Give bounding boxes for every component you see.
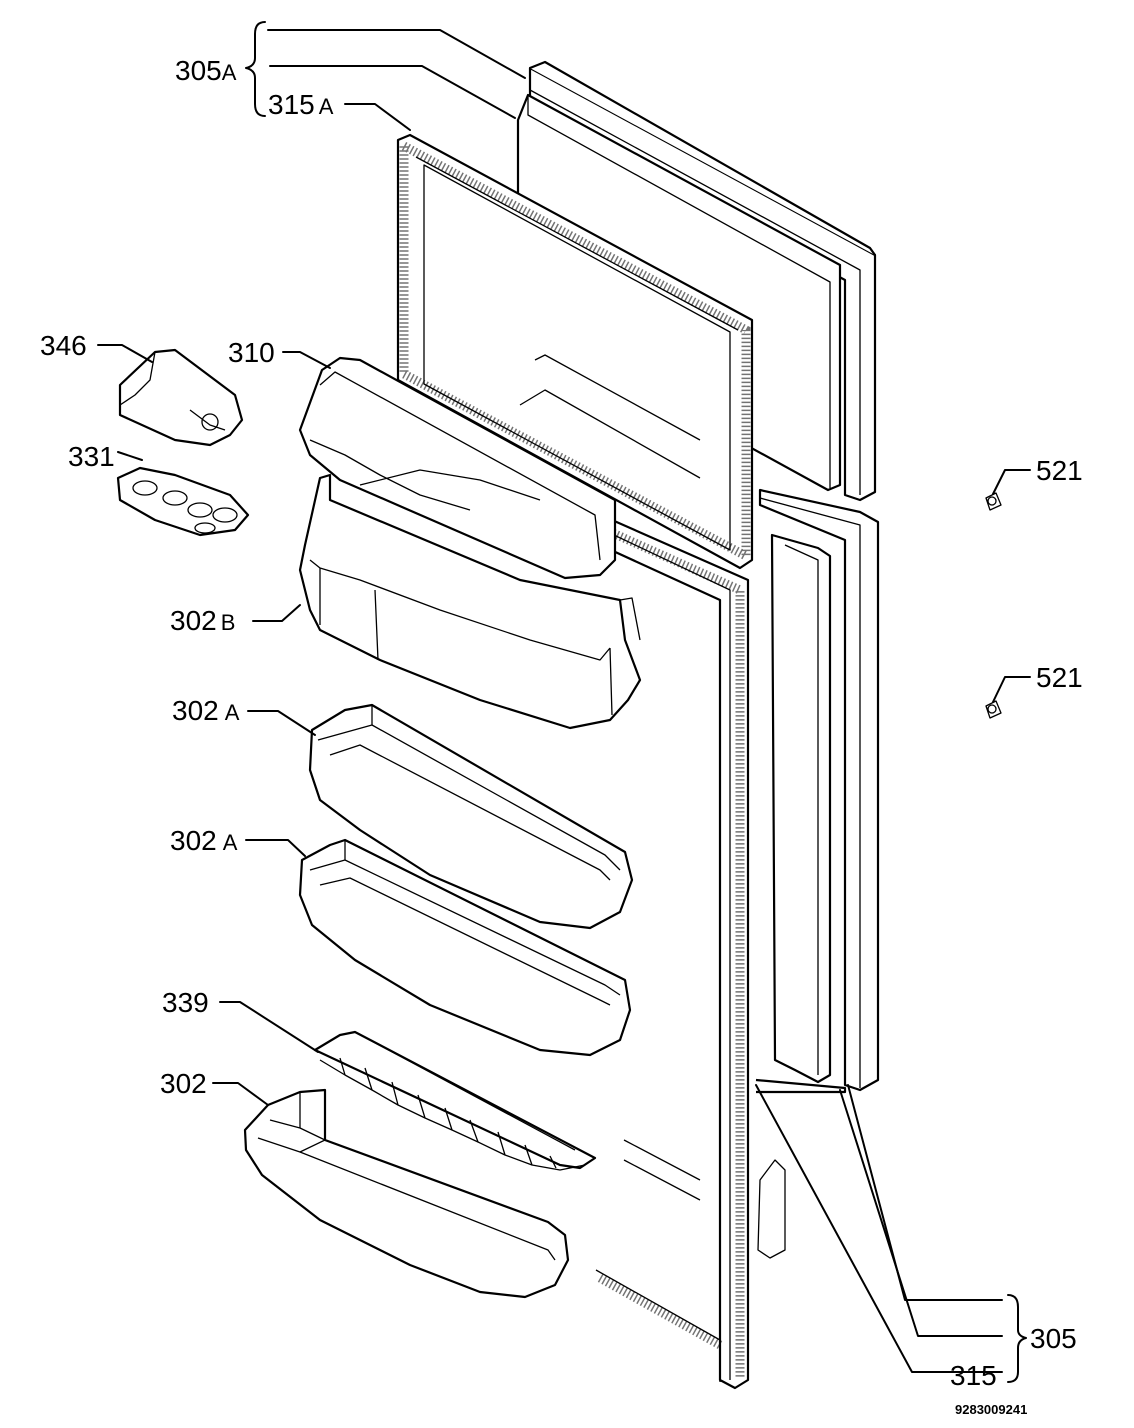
bottle-rack-339: [313, 1030, 597, 1171]
freezer-shelf-outline: [519, 354, 701, 479]
label-302: 302: [160, 1068, 207, 1099]
fridge-door-inner: [757, 533, 832, 1259]
label-331: 331: [68, 441, 115, 472]
screw-521-lower: [985, 700, 1002, 719]
door-shelf-302a-lower: [298, 838, 632, 1057]
label-305: 305: [1030, 1323, 1077, 1354]
screw-521-upper: [985, 492, 1002, 511]
brace-305a: [245, 21, 266, 117]
door-shelf-302a-upper: [308, 703, 634, 930]
brace-305: [1007, 1294, 1027, 1383]
egg-tray-331: [116, 466, 250, 537]
label-315: 315: [950, 1360, 997, 1391]
leader-lines: [97, 29, 1031, 1373]
label-339: 339: [162, 987, 209, 1018]
egg-box-cover-346: [118, 348, 244, 447]
door-shelf-302b: [298, 473, 642, 730]
dairy-compartment-310: [298, 356, 617, 580]
label-521-lower: 521: [1036, 662, 1083, 693]
fridge-door-outer: [755, 488, 880, 1094]
label-346: 346: [40, 330, 87, 361]
fridge-gasket-315: [595, 518, 750, 1390]
label-521-upper: 521: [1036, 455, 1083, 486]
door-shelf-302-bottom: [243, 1088, 570, 1299]
reference-number: 9283009241: [955, 1402, 1027, 1417]
label-310: 310: [228, 337, 275, 368]
label-305a: 305A: [175, 55, 237, 86]
